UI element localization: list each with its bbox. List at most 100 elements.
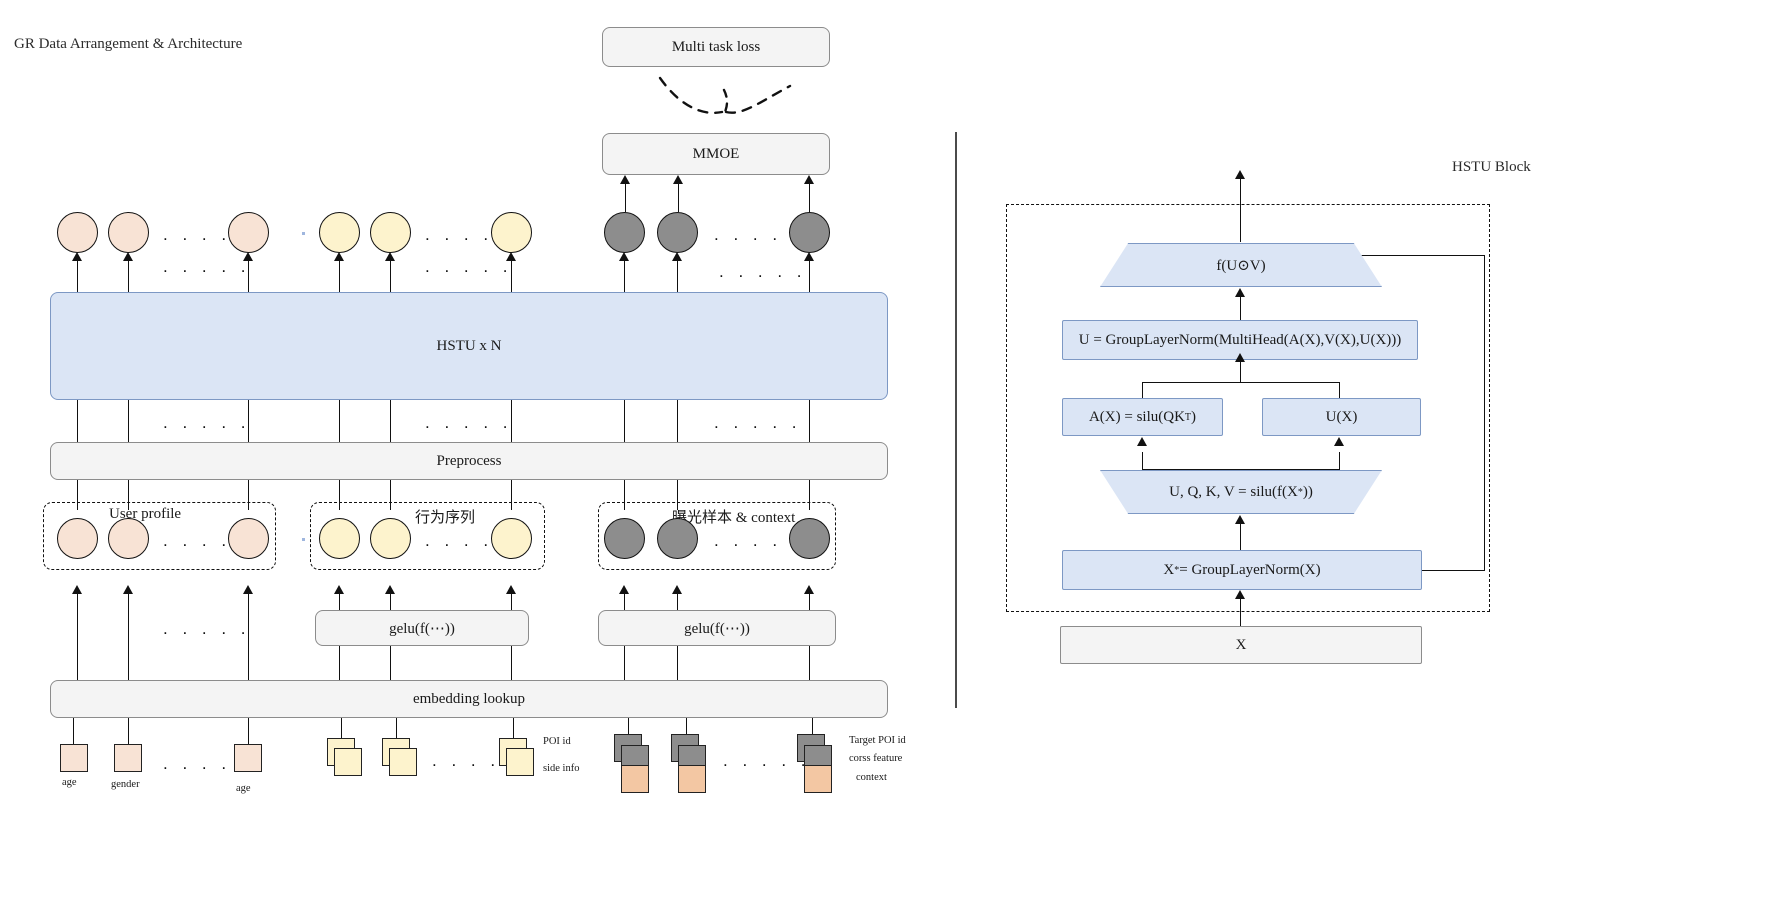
- behavior-node-3[interactable]: [491, 518, 532, 559]
- output-ellipsis-profile: . . . . .: [163, 225, 251, 244]
- residual-horizontal-bottom: [1422, 570, 1485, 572]
- hstu-block-dashed-container: [1006, 204, 1490, 612]
- pre-hstu-line-7: [624, 400, 626, 442]
- behavior-node-1[interactable]: [319, 518, 360, 559]
- emb-input-line-1: [73, 718, 75, 744]
- uqkv-label-tail: )): [1302, 483, 1313, 500]
- f-uv-trapezoid[interactable]: f(U⊙V): [1100, 243, 1382, 287]
- gelu-behavior-head-3: [506, 585, 516, 594]
- embedding-lookup-box[interactable]: embedding lookup: [50, 680, 888, 718]
- gelu-behavior-head-2: [385, 585, 395, 594]
- input-square-exposure-2c[interactable]: [678, 765, 706, 793]
- hstu-out-head-1: [72, 252, 82, 261]
- hstu-out-line-7: [624, 258, 626, 292]
- hstu-block-box[interactable]: HSTU x N: [50, 292, 888, 400]
- output-node-exposure-2[interactable]: [657, 212, 698, 253]
- output-node-profile-2[interactable]: [108, 212, 149, 253]
- a-x-label-sup: T: [1184, 411, 1192, 423]
- a-x-label-main: A(X) = silu(QK: [1088, 408, 1185, 425]
- group-label-behavior-sequence: 行为序列: [415, 510, 476, 526]
- multi-task-loss-box[interactable]: Multi task loss: [602, 27, 830, 67]
- exposure-node-3[interactable]: [789, 518, 830, 559]
- separator-dot-1: [302, 232, 305, 235]
- input-profile-ellipsis: . . . . .: [163, 754, 251, 773]
- input-square-age-1[interactable]: [60, 744, 88, 772]
- merge-bracket-left: [1142, 382, 1144, 400]
- behavior-node-2[interactable]: [370, 518, 411, 559]
- input-square-behavior-2b[interactable]: [389, 748, 417, 776]
- mmoe-arrow-line-2: [678, 182, 680, 212]
- input-square-age-2[interactable]: [234, 744, 262, 772]
- panel-divider: [955, 132, 957, 708]
- profile-node-1[interactable]: [57, 518, 98, 559]
- u-x-box[interactable]: U(X): [1262, 398, 1421, 436]
- output-node-behavior-2[interactable]: [370, 212, 411, 253]
- emb-profile-line-1: [77, 592, 79, 680]
- hstu-out-line-1: [77, 258, 79, 292]
- pre-grp-line-9: [809, 480, 811, 510]
- x-to-xstar-line-2: [1240, 598, 1242, 626]
- gelu-emb-line-3: [511, 646, 513, 680]
- exposure-node-1[interactable]: [604, 518, 645, 559]
- gelu-exposure-head-1: [619, 585, 629, 594]
- uqkv-trapezoid[interactable]: U, Q, K, V = silu(f(X*)): [1100, 470, 1382, 514]
- pre-hstu-line-2: [128, 400, 130, 442]
- gelu-exposure-line-1: [624, 592, 626, 612]
- input-square-exposure-1c[interactable]: [621, 765, 649, 793]
- x-star-group-layer-norm-box[interactable]: X* = GroupLayerNorm(X): [1062, 550, 1422, 590]
- exposure-node-2[interactable]: [657, 518, 698, 559]
- hstu-out-head-7: [619, 252, 629, 261]
- a-x-label-tail: ): [1191, 408, 1197, 425]
- merge-bracket-right: [1339, 382, 1341, 400]
- output-node-exposure-3[interactable]: [789, 212, 830, 253]
- input-square-exposure-3c[interactable]: [804, 765, 832, 793]
- profile-node-2[interactable]: [108, 518, 149, 559]
- output-node-exposure-1[interactable]: [604, 212, 645, 253]
- output-node-behavior-1[interactable]: [319, 212, 360, 253]
- pre-hstu-line-5: [390, 400, 392, 442]
- pre-grp-line-4: [339, 480, 341, 510]
- gelu-emb-line-4: [624, 646, 626, 680]
- merge-bracket-horizontal: [1142, 382, 1340, 384]
- hstu-out-ellipsis-1: . . . . .: [163, 257, 251, 276]
- pre-grp-line-5: [390, 480, 392, 510]
- hstu-out-line-3: [248, 258, 250, 292]
- right-panel-title: HSTU Block: [1452, 159, 1531, 175]
- input-square-behavior-1b[interactable]: [334, 748, 362, 776]
- input-square-gender[interactable]: [114, 744, 142, 772]
- mmoe-arrow-line-1: [625, 182, 627, 212]
- mmoe-ellipsis: . . . . .: [719, 262, 807, 281]
- pre-hstu-line-1: [77, 400, 79, 442]
- output-node-profile-3[interactable]: [228, 212, 269, 253]
- hstu-out-line-5: [390, 258, 392, 292]
- mmoe-box[interactable]: MMOE: [602, 133, 830, 175]
- preprocess-box[interactable]: Preprocess: [50, 442, 888, 480]
- input-label-age-1: age: [62, 777, 77, 788]
- gelu-exposure-box[interactable]: gelu(f(⋯)): [598, 610, 836, 646]
- exposure-group-ellipsis: . . . . .: [714, 531, 802, 550]
- x-to-xstar-arrow: [1235, 590, 1245, 599]
- emb-profile-line-2: [128, 592, 130, 680]
- input-label-age-2: age: [236, 783, 251, 794]
- split-arrow-left: [1137, 437, 1147, 446]
- split-arrow-right: [1334, 437, 1344, 446]
- split-bracket-horizontal: [1142, 469, 1340, 471]
- pre-grp-line-2: [128, 480, 130, 510]
- loss-connector-curves: [658, 76, 792, 116]
- output-node-profile-1[interactable]: [57, 212, 98, 253]
- group-behavior-sequence: [310, 502, 545, 570]
- pre-hstu-line-9: [809, 400, 811, 442]
- pre-grp-line-7: [624, 480, 626, 510]
- input-label-corss-feature: corss feature: [849, 753, 903, 764]
- gelu-behavior-box[interactable]: gelu(f(⋯)): [315, 610, 529, 646]
- left-panel-title: GR Data Arrangement & Architecture: [14, 36, 243, 52]
- input-square-behavior-3b[interactable]: [506, 748, 534, 776]
- output-node-behavior-3[interactable]: [491, 212, 532, 253]
- profile-node-3[interactable]: [228, 518, 269, 559]
- gelu-behavior-line-2: [390, 592, 392, 612]
- emb-input-line-4: [341, 718, 343, 744]
- pre-grp-line-1: [77, 480, 79, 510]
- x-input-box[interactable]: X: [1060, 626, 1422, 664]
